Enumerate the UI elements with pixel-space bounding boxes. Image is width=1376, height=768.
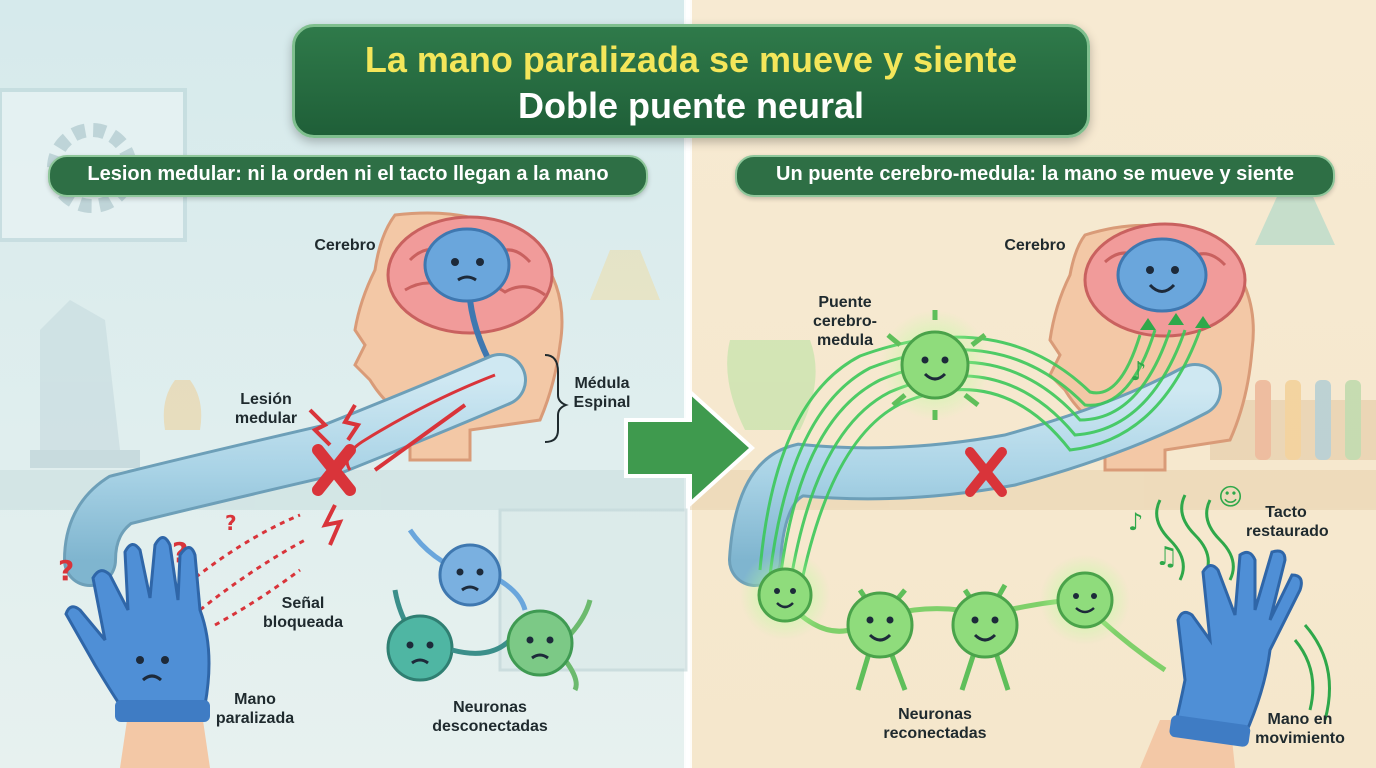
transition-arrow-icon <box>624 387 755 509</box>
title-banner: La mano paralizada se mueve y siente Dob… <box>292 24 1090 138</box>
question-mark-icon: ? <box>58 554 74 587</box>
lightning-icon-2 <box>341 403 362 442</box>
title-sub: Doble puente neural <box>517 85 865 126</box>
touch-waves <box>1155 494 1235 581</box>
right-spinal-cord <box>728 363 1222 587</box>
label-blocked-signal: Señal bloqueada <box>262 595 343 631</box>
left-glove-hand <box>64 536 211 768</box>
label-disconnected-neurons: Neuronas desconectadas <box>432 699 548 735</box>
upward-arrows <box>1140 313 1211 330</box>
label-hand-moving: Mano en movimiento <box>1255 711 1345 747</box>
music-note-icon-3: ♫ <box>1155 542 1178 572</box>
panel-divider <box>684 0 692 768</box>
music-note-icon-2: ♪ <box>1128 508 1143 536</box>
label-left-brain: Cerebro <box>314 237 376 254</box>
question-mark-icon-3: ? <box>225 511 237 535</box>
label-paralyzed-hand: Mano paralizada <box>215 691 295 727</box>
left-spinal-cord <box>63 353 527 587</box>
label-reconnected-neurons: Neuronas reconectadas <box>883 706 987 742</box>
blocked-signal-arrows <box>179 513 306 627</box>
title-main: La mano paralizada se mueve y siente <box>364 39 1018 80</box>
spinal-bracket <box>544 354 569 443</box>
right-glove-hand <box>1140 549 1331 768</box>
label-bridge: Puente cerebro-medula <box>812 294 878 349</box>
label-touch-restored: Tacto restaurado <box>1246 504 1329 540</box>
right-brain <box>1083 222 1247 338</box>
label-right-brain: Cerebro <box>1004 237 1066 254</box>
smile-icon: ☺ <box>1218 483 1243 511</box>
label-injury: Lesión medular <box>234 391 298 427</box>
bridge-neuron <box>880 310 990 420</box>
left-brain <box>386 215 554 382</box>
lightning-icon <box>308 408 332 447</box>
injury-x-mark <box>308 403 362 546</box>
reconnected-neurons <box>740 550 1167 691</box>
label-spinal-cord: Médula Espinal <box>573 375 631 411</box>
music-note-icon: ♪ <box>1130 357 1147 387</box>
disconnected-neurons <box>386 528 593 692</box>
left-caption: Lesion medular: ni la orden ni el tacto … <box>48 155 648 197</box>
right-caption: Un puente cerebro-medula: la mano se mue… <box>735 155 1335 197</box>
right-injury-x-mark <box>965 447 1007 497</box>
